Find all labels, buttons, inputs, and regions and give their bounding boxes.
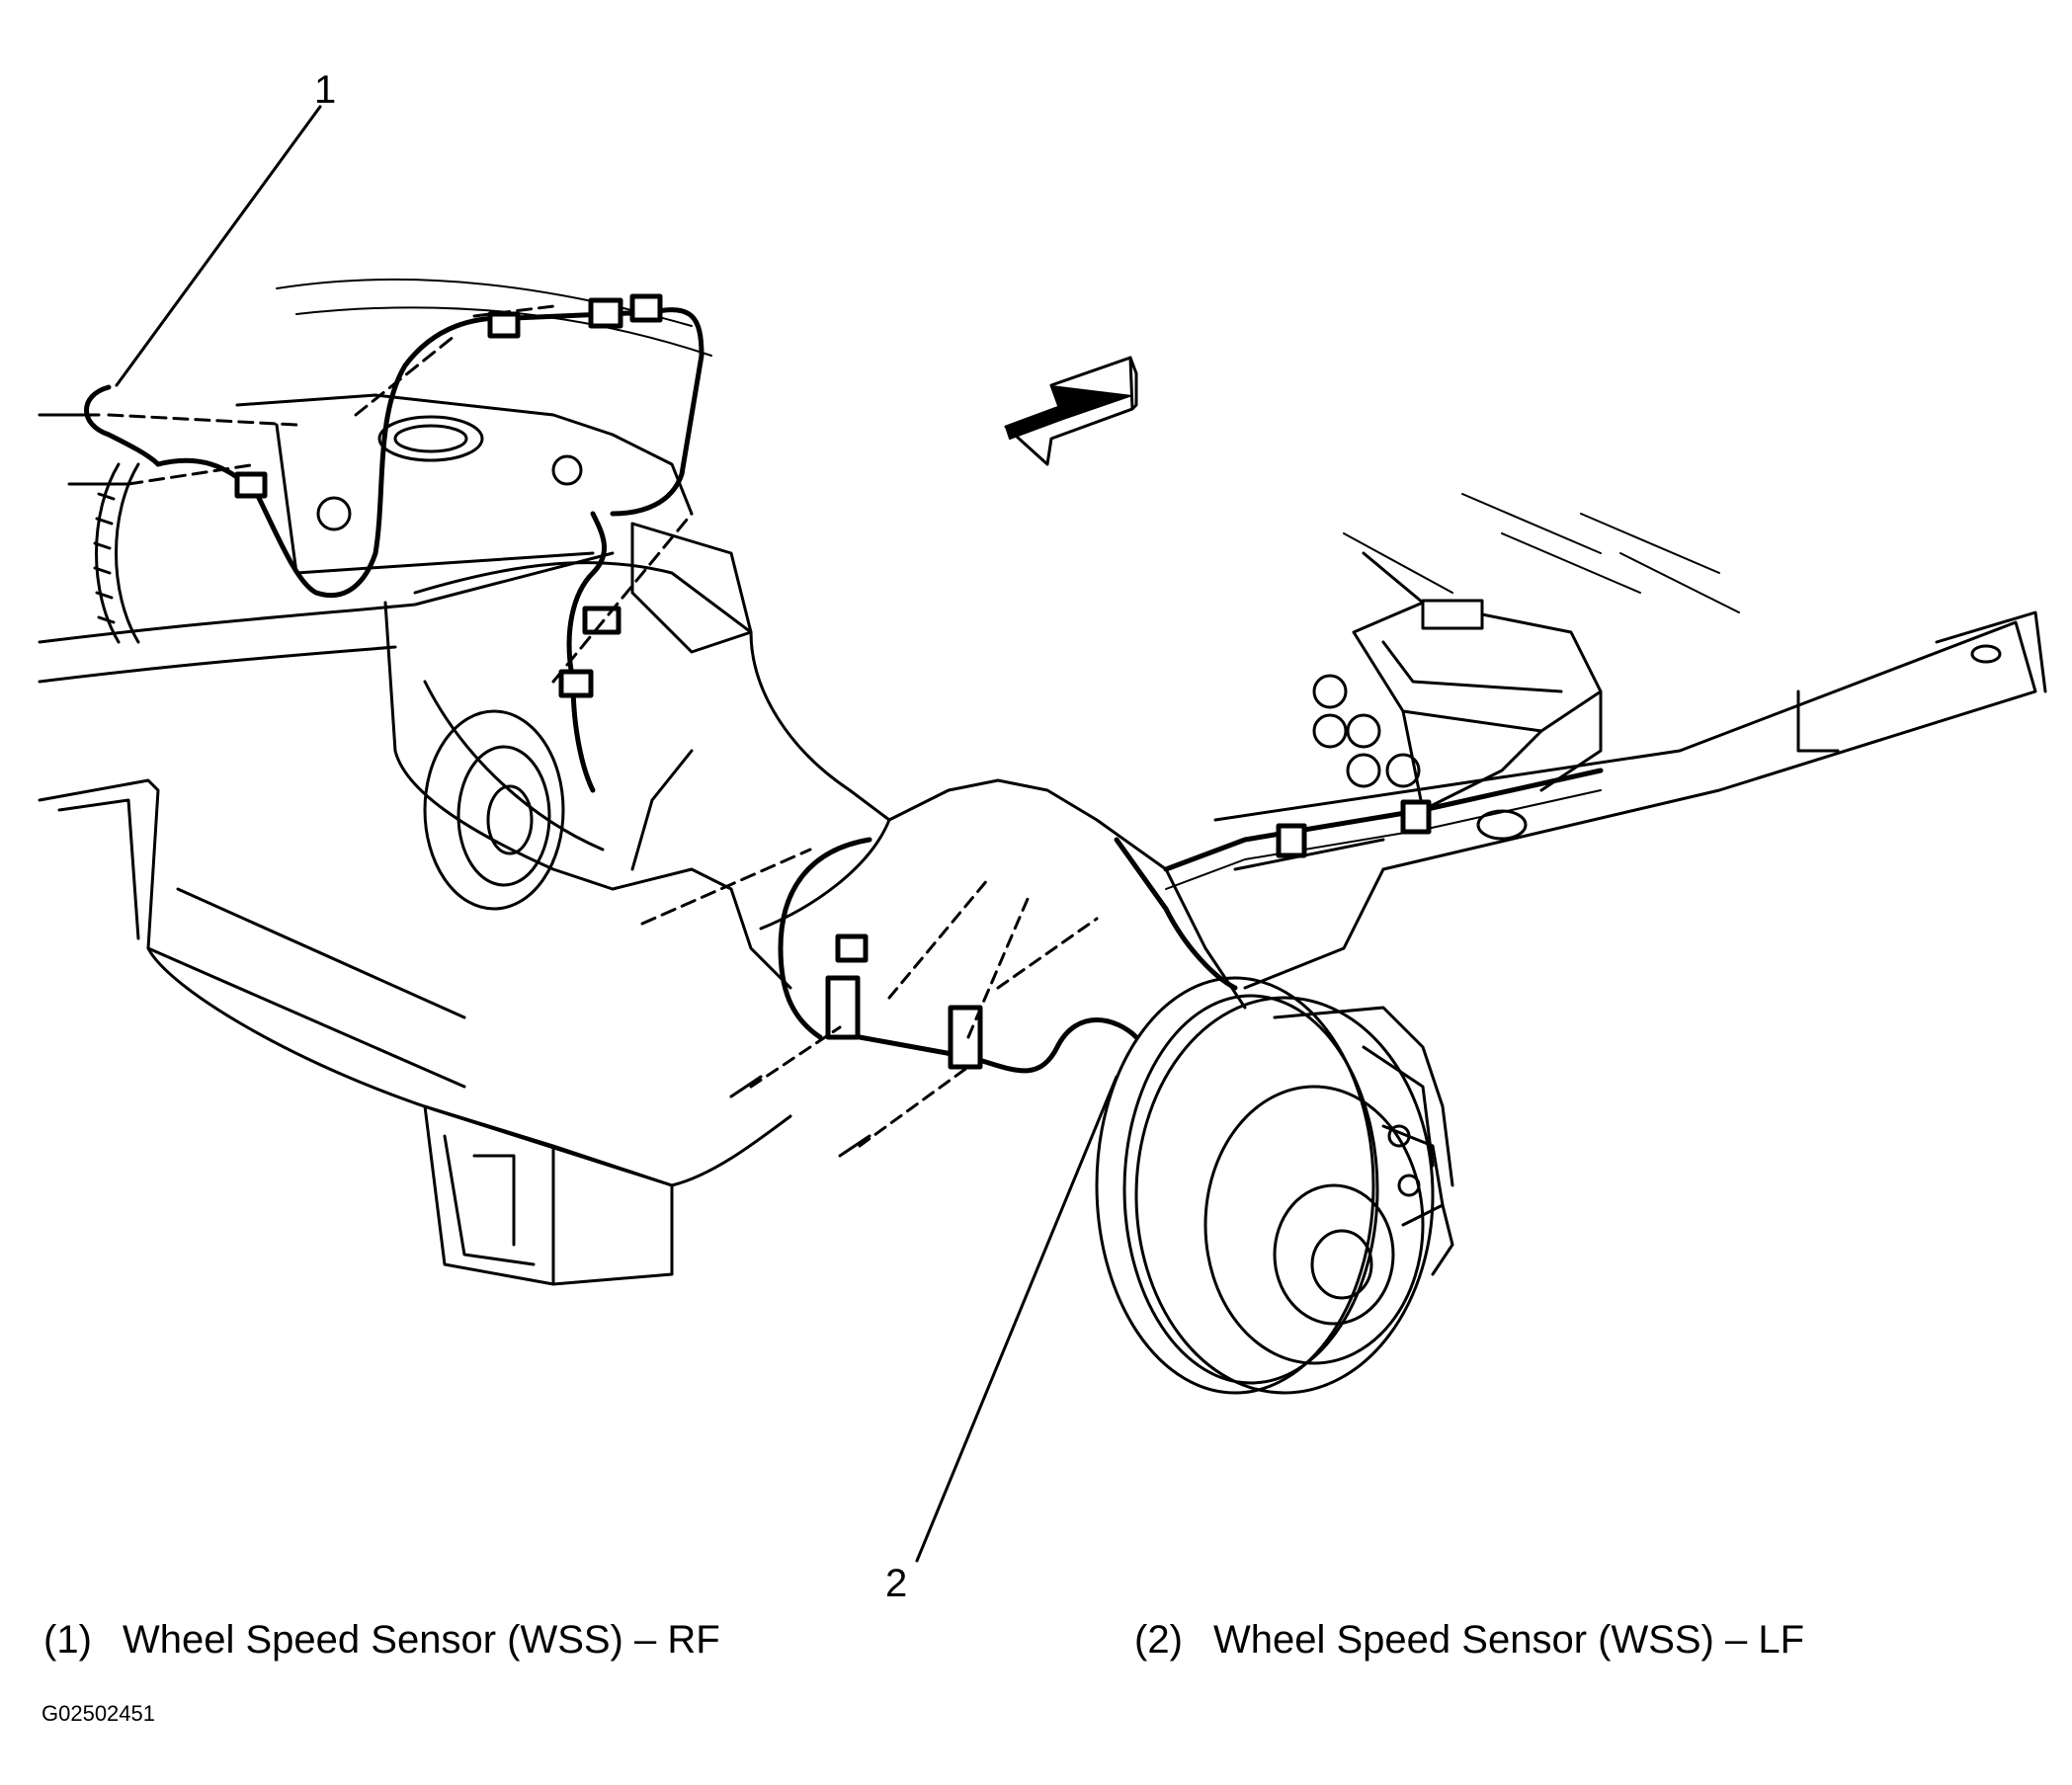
- lf-sensor-harness-routing: [1163, 768, 1604, 890]
- callout-1-label: 1: [314, 68, 336, 112]
- legend-item-2-text: Wheel Speed Sensor (WSS) – LF: [1213, 1618, 1805, 1662]
- callout-2-leader: [915, 1075, 1119, 1563]
- lf-sensor-bolts: [640, 848, 1099, 1158]
- legend-item-2: (2) Wheel Speed Sensor (WSS) – LF: [1134, 1618, 1804, 1663]
- legend-item-1-text: Wheel Speed Sensor (WSS) – RF: [123, 1618, 720, 1662]
- frame-rails: [38, 551, 2047, 1187]
- legend-item-1-number: (1): [43, 1618, 92, 1662]
- front-direction-arrow: [1004, 356, 1138, 466]
- lf-brake-rotor: [1095, 976, 1454, 1395]
- callout-leaders: [115, 105, 1119, 1563]
- legend-item-2-number: (2): [1134, 1618, 1183, 1662]
- abs-module: [1312, 551, 1603, 812]
- crossmember: [383, 561, 1247, 1286]
- callout-2-label: 2: [885, 1562, 907, 1605]
- lf-sensor-harness: [778, 837, 1238, 1074]
- callout-1-leader: [115, 105, 322, 387]
- rf-wheel-assembly: [93, 393, 753, 654]
- rf-sensor-bolts: [38, 304, 694, 684]
- rf-sensor-harness: [84, 293, 704, 793]
- legend-item-1: (1) Wheel Speed Sensor (WSS) – RF: [43, 1618, 720, 1663]
- figure-id: G02502451: [41, 1701, 155, 1726]
